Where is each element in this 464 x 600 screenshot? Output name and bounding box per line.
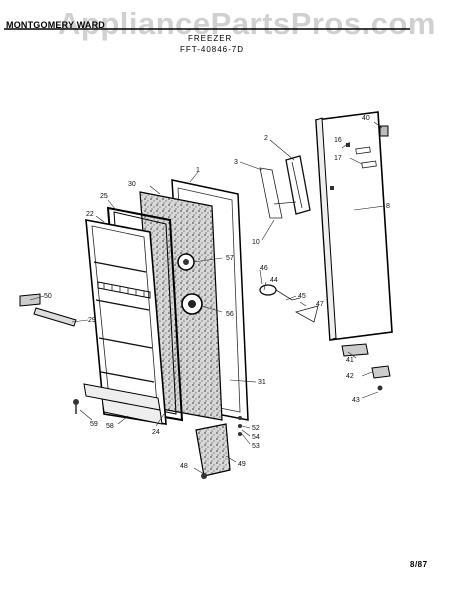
- leader-lines: [29, 121, 385, 475]
- callout-30: 30: [128, 181, 136, 188]
- callout-31: 31: [258, 379, 266, 386]
- callout-58: 58: [106, 423, 114, 430]
- callout-53: 53: [252, 443, 260, 450]
- callout-46: 46: [260, 265, 268, 272]
- callout-44: 44: [270, 277, 278, 284]
- callout-42: 42: [346, 373, 354, 380]
- callout-47: 47: [316, 301, 324, 308]
- temperature-control: [177, 253, 195, 271]
- callout-57: 57: [226, 255, 234, 262]
- door-handle: [259, 155, 311, 219]
- brand-name: MONTGOMERY WARD: [6, 20, 105, 30]
- lower-hinge: [341, 343, 391, 391]
- callout-29: 29: [88, 317, 96, 324]
- callout-45: 45: [298, 293, 306, 300]
- thermostat: [181, 293, 203, 315]
- screws-small: [238, 416, 242, 436]
- front-grille: [83, 383, 161, 411]
- callout-3: 3: [234, 159, 238, 166]
- upper-hinge: [379, 125, 389, 137]
- callout-1: 1: [196, 167, 200, 174]
- callout-40: 40: [362, 115, 370, 122]
- callout-49: 49: [238, 461, 246, 468]
- watermark: AppliancePartsPros.com: [58, 6, 436, 41]
- callout-25: 25: [100, 193, 108, 200]
- callout-8: 8: [386, 203, 390, 210]
- callout-52: 52: [252, 425, 260, 432]
- callout-10: 10: [252, 239, 260, 246]
- light-socket: [259, 284, 319, 323]
- outer-door-panel: [315, 111, 393, 341]
- callout-17: 17: [334, 155, 342, 162]
- callout-50: 50: [44, 293, 52, 300]
- callout-56: 56: [226, 311, 234, 318]
- callout-59: 59: [90, 421, 98, 428]
- callout-24: 24: [152, 429, 160, 436]
- callout-54: 54: [252, 434, 260, 441]
- model-number: FFT-40846-7D: [180, 45, 245, 54]
- callout-41: 41: [346, 357, 354, 364]
- callout-22: 22: [86, 211, 94, 218]
- callout-labels: 2 3 8 10 16 17 22 24 25 29 30 31 40 41 4…: [44, 115, 390, 470]
- callout-2: 2: [264, 135, 268, 142]
- callout-16: 16: [334, 137, 342, 144]
- drain-cap: [195, 423, 231, 479]
- revision-date: 8/87: [410, 560, 428, 569]
- callout-43: 43: [352, 397, 360, 404]
- leveling-leg: [73, 399, 79, 414]
- diagram-title: FREEZER: [188, 34, 233, 43]
- inner-door-liner: [85, 219, 167, 425]
- callout-48: 48: [180, 463, 188, 470]
